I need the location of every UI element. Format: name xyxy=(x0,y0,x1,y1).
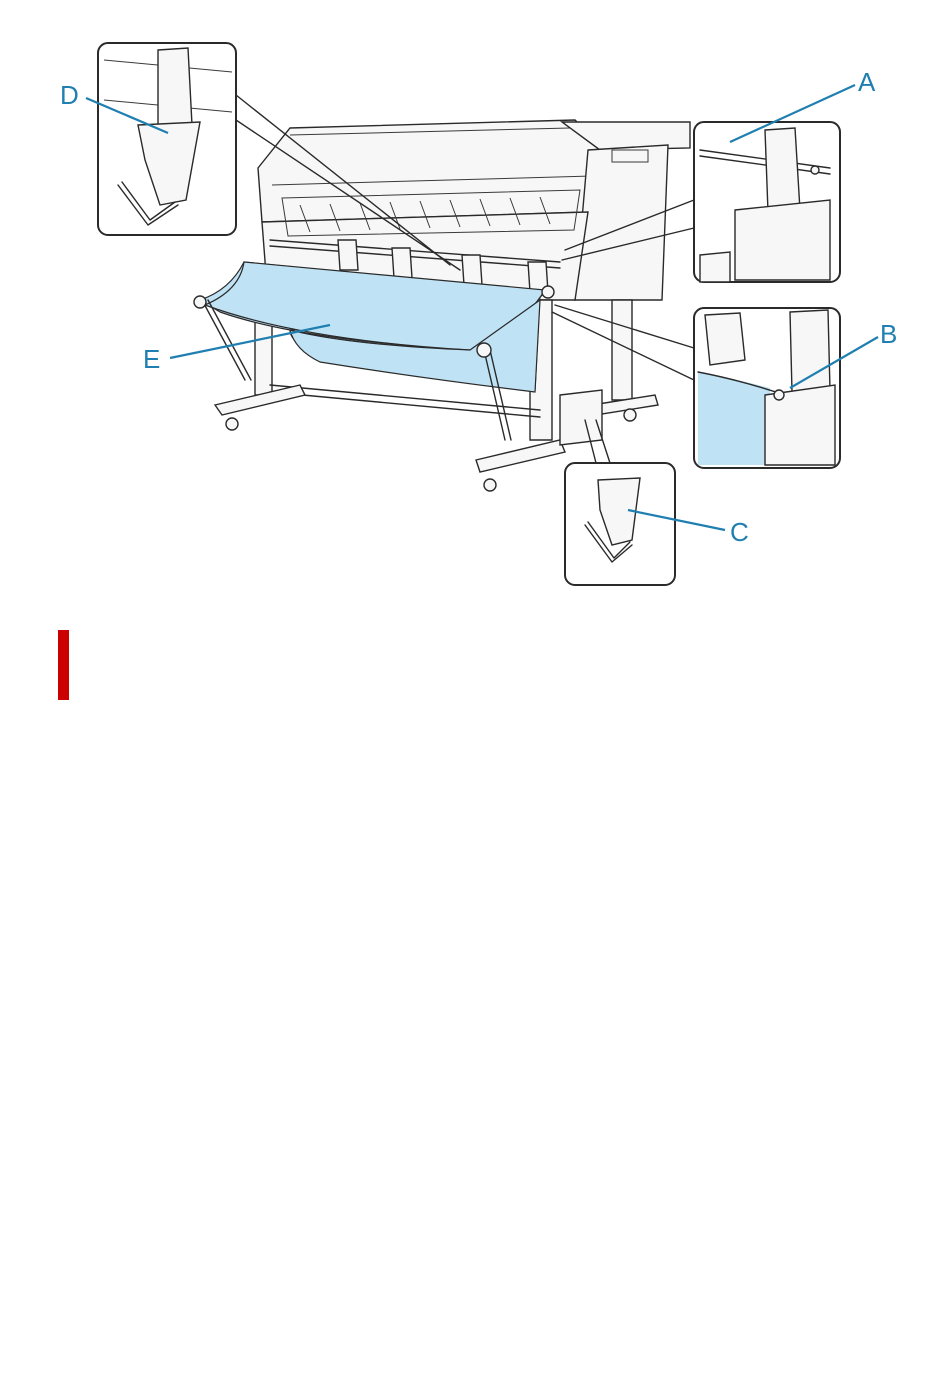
svg-text:D: D xyxy=(60,80,79,110)
inset-c xyxy=(565,463,675,585)
svg-text:C: C xyxy=(730,517,749,547)
section-marker-bar xyxy=(58,630,69,700)
printer-basket-illustration: A B C D E xyxy=(0,0,950,600)
inset-b xyxy=(694,308,840,468)
svg-text:E: E xyxy=(143,344,160,374)
inset-a xyxy=(694,122,840,282)
svg-text:B: B xyxy=(880,319,897,349)
inset-d xyxy=(98,43,236,235)
svg-text:A: A xyxy=(858,67,876,97)
